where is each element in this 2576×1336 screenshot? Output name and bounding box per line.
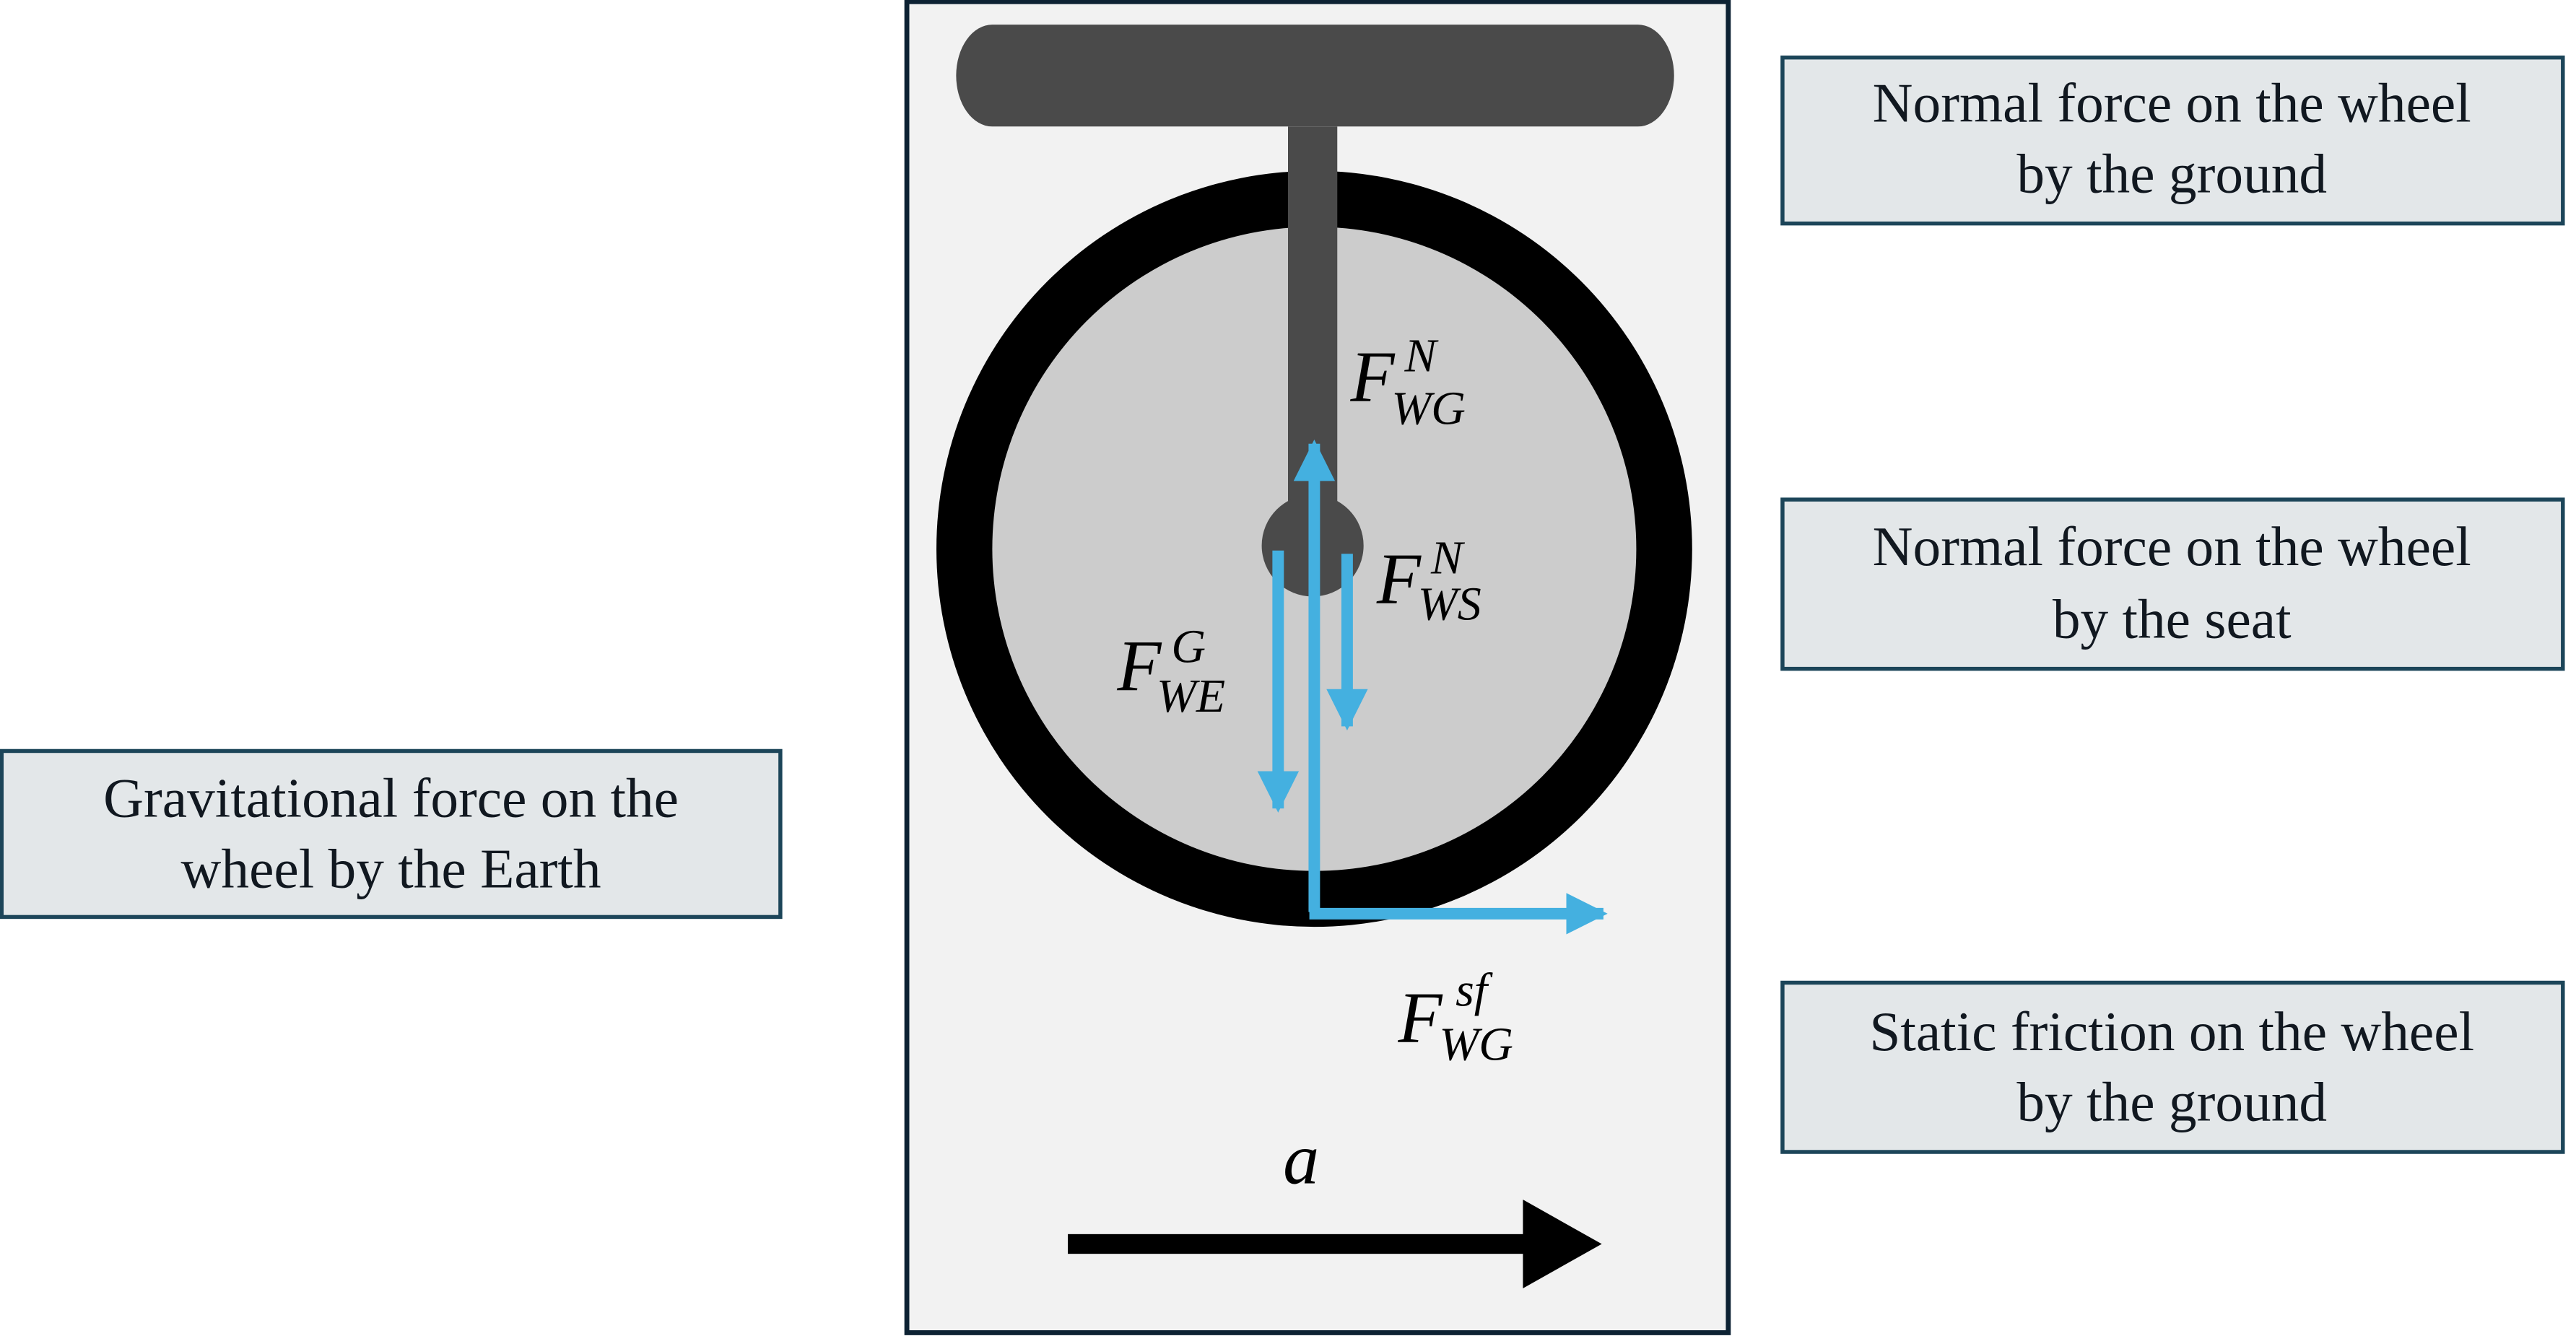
acceleration-arrow-shaft [1068, 1234, 1528, 1254]
label-static-friction: F sf WG [1397, 964, 1513, 1070]
label-normal-seat: F N WS [1376, 532, 1481, 631]
superscript: N [1404, 330, 1440, 383]
superscript: sf [1455, 964, 1493, 1016]
box-line-1: Normal force on the wheel [1873, 71, 2471, 134]
box-line-2: by the ground [2016, 142, 2327, 204]
box-line-2: wheel by the Earth [181, 837, 601, 899]
box-gravity: Gravitational force on the wheel by the … [0, 748, 783, 920]
box-static-friction: Static friction on the wheel by the grou… [1780, 980, 2565, 1154]
unicycle-seat [956, 25, 1674, 127]
symbol: F [1116, 626, 1162, 706]
box-normal-ground: Normal force on the wheel by the ground [1780, 55, 2565, 226]
symbol: F [1376, 539, 1422, 619]
box-line-1: Gravitational force on the [103, 767, 679, 829]
label-gravity: F G WE [1116, 621, 1225, 722]
box-line-2: by the seat [2053, 588, 2292, 650]
box-line-1: Static friction on the wheel [1869, 1000, 2474, 1062]
box-line-1: Normal force on the wheel [1873, 515, 2471, 577]
acceleration-arrow-head [1523, 1200, 1602, 1288]
superscript: G [1171, 621, 1206, 673]
label-normal-ground: F N WG [1349, 330, 1466, 435]
superscript: N [1430, 532, 1466, 585]
subscript: WE [1157, 670, 1225, 722]
label-acceleration: a [1283, 1119, 1319, 1199]
subscript: WG [1391, 382, 1466, 435]
symbol: F [1349, 337, 1395, 417]
symbol: F [1397, 977, 1443, 1057]
box-normal-seat: Normal force on the wheel by the seat [1780, 497, 2565, 671]
subscript: WS [1418, 577, 1481, 630]
box-line-2: by the ground [2016, 1071, 2327, 1133]
subscript: WG [1439, 1018, 1513, 1070]
